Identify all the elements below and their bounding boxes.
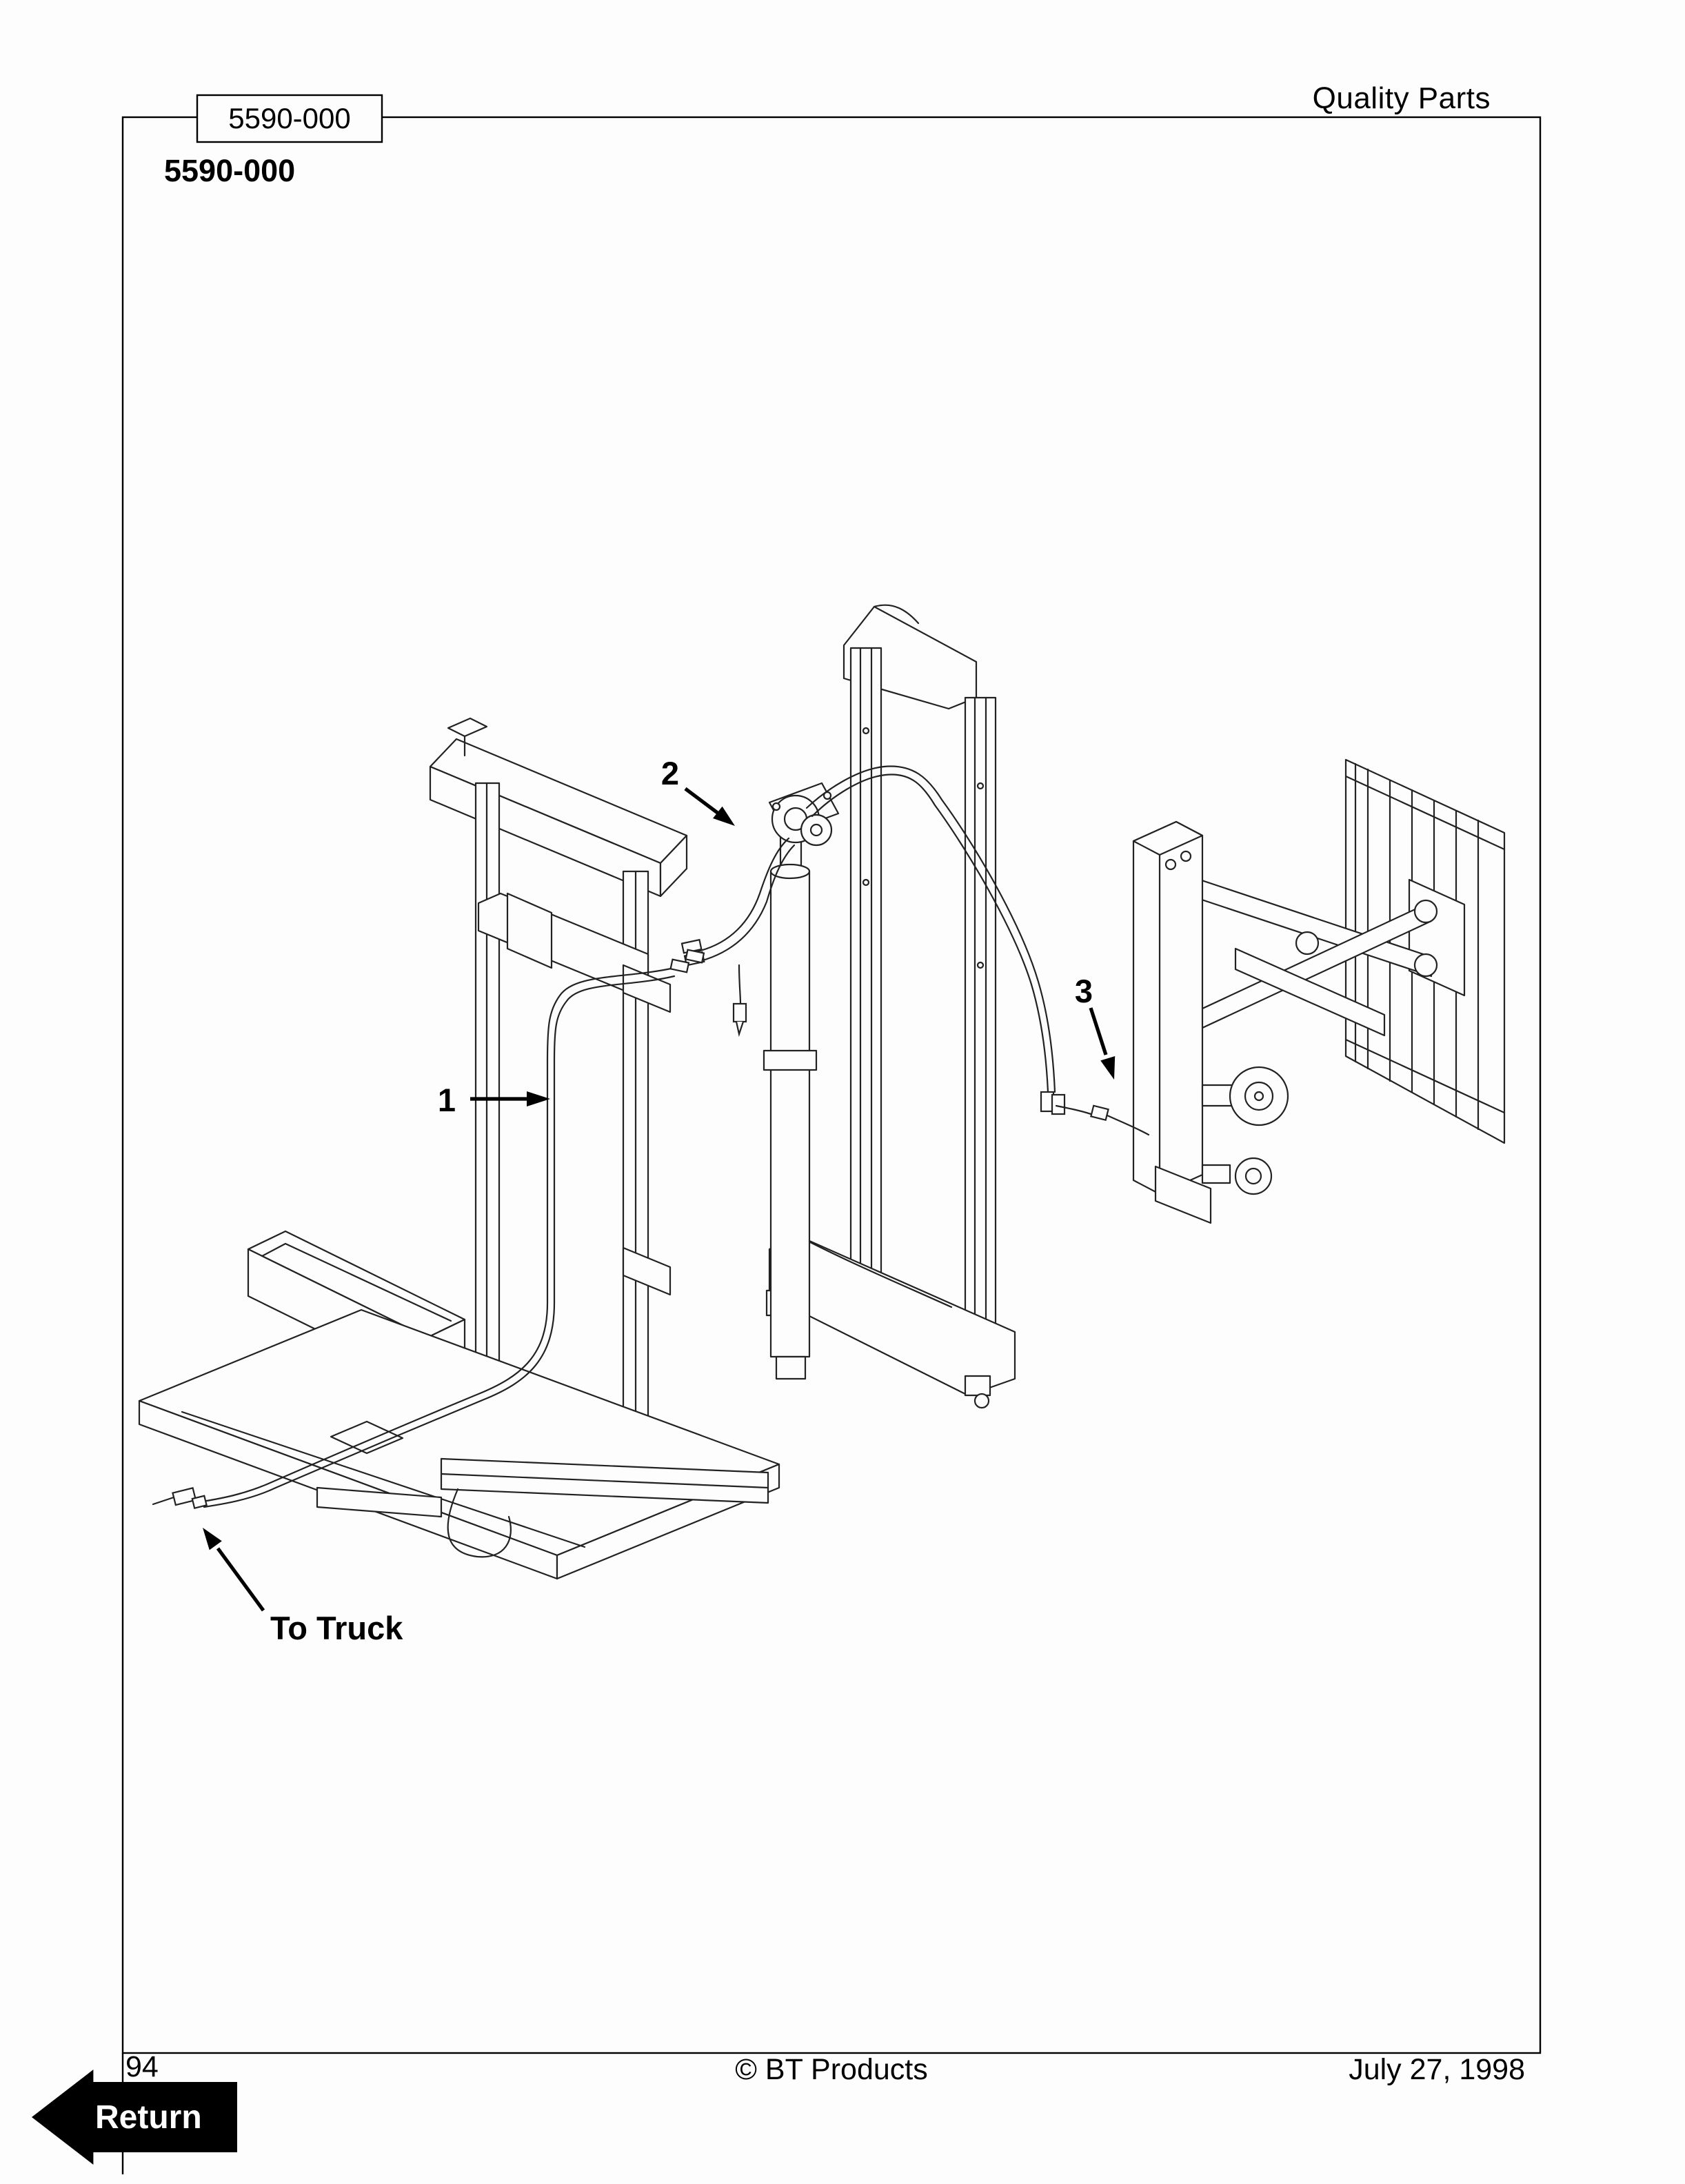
footer: 94 © BT Products July 27, 1998: [123, 2050, 1540, 2092]
fork-carriage-assembly: [1132, 758, 1506, 1224]
callout-3-label: 3: [1074, 973, 1093, 1009]
callout-1-label: 1: [437, 1082, 456, 1118]
to-truck-label: To Truck: [270, 1610, 403, 1646]
hose-assembly: [680, 765, 1150, 1136]
part-number-box-text: 5590-000: [228, 102, 351, 134]
part-number-title: 5590-000: [164, 153, 296, 188]
page-number: 94: [125, 2050, 159, 2083]
callout-2-arrow: [684, 787, 720, 816]
lift-cylinder: [763, 782, 840, 1380]
callout-arrows: [203, 787, 1116, 1612]
part-number-box: [196, 94, 383, 143]
quality-parts-label: Quality Parts: [1312, 81, 1491, 115]
to-truck-arrow: [216, 1547, 265, 1612]
page-border: [121, 116, 1542, 2174]
callout-3-arrow: [1089, 1007, 1108, 1055]
supply-hose: [152, 949, 705, 1510]
copyright-label: © BT Products: [735, 2053, 928, 2086]
inner-mast-assembly: [765, 604, 1016, 1409]
return-label: Return: [95, 2099, 202, 2136]
callout-2-label: 2: [660, 755, 680, 791]
date-label: July 27, 1998: [1349, 2053, 1525, 2086]
chassis-base: [138, 1230, 780, 1580]
